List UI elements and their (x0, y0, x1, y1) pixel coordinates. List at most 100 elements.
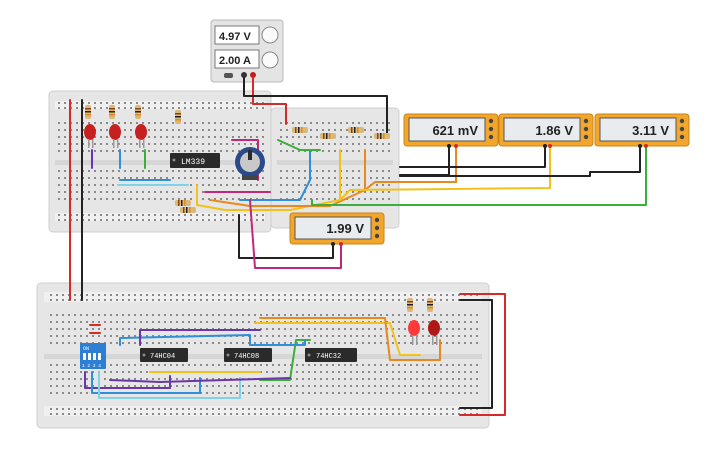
breadboard-hole[interactable] (106, 214, 108, 216)
breadboard-hole[interactable] (310, 122, 312, 124)
breadboard-hole[interactable] (296, 371, 298, 373)
breadboard-hole[interactable] (380, 392, 382, 394)
breadboard-hole[interactable] (190, 129, 192, 131)
resistor-icon[interactable] (348, 127, 364, 133)
breadboard-hole[interactable] (244, 143, 246, 145)
breadboard-hole[interactable] (398, 314, 400, 316)
breadboard-hole[interactable] (128, 314, 130, 316)
breadboard-hole[interactable] (254, 385, 256, 387)
breadboard-hole[interactable] (292, 136, 294, 138)
breadboard-hole[interactable] (188, 294, 190, 296)
breadboard-hole[interactable] (158, 299, 160, 301)
breadboard-hole[interactable] (344, 371, 346, 373)
breadboard-hole[interactable] (122, 299, 124, 301)
breadboard-hole[interactable] (362, 385, 364, 387)
breadboard-hole[interactable] (356, 392, 358, 394)
led-icon[interactable] (428, 320, 440, 345)
breadboard-hole[interactable] (280, 122, 282, 124)
led-icon[interactable] (84, 124, 96, 148)
breadboard-hole[interactable] (440, 371, 442, 373)
breadboard-hole[interactable] (338, 413, 340, 415)
breadboard-hole[interactable] (64, 184, 66, 186)
breadboard-hole[interactable] (116, 294, 118, 296)
breadboard-hole[interactable] (272, 413, 274, 415)
breadboard-hole[interactable] (128, 413, 130, 415)
breadboard-hole[interactable] (382, 150, 384, 152)
breadboard-hole[interactable] (110, 385, 112, 387)
breadboard-hole[interactable] (50, 328, 52, 330)
breadboard-hole[interactable] (92, 314, 94, 316)
breadboard-hole[interactable] (206, 378, 208, 380)
breadboard-hole[interactable] (416, 299, 418, 301)
breadboard-hole[interactable] (380, 335, 382, 337)
breadboard-hole[interactable] (392, 392, 394, 394)
breadboard-hole[interactable] (172, 198, 174, 200)
breadboard-hole[interactable] (344, 335, 346, 337)
breadboard-hole[interactable] (386, 364, 388, 366)
breadboard-hole[interactable] (386, 299, 388, 301)
breadboard-hole[interactable] (364, 122, 366, 124)
breadboard-hole[interactable] (112, 214, 114, 216)
breadboard-hole[interactable] (224, 364, 226, 366)
breadboard-hole[interactable] (122, 413, 124, 415)
breadboard-hole[interactable] (326, 335, 328, 337)
breadboard-hole[interactable] (196, 129, 198, 131)
breadboard-hole[interactable] (434, 408, 436, 410)
breadboard-hole[interactable] (256, 107, 258, 109)
breadboard-hole[interactable] (202, 107, 204, 109)
breadboard-hole[interactable] (218, 321, 220, 323)
breadboard-hole[interactable] (136, 191, 138, 193)
breadboard-hole[interactable] (56, 413, 58, 415)
breadboard-hole[interactable] (290, 408, 292, 410)
breadboard-hole[interactable] (188, 314, 190, 316)
breadboard-hole[interactable] (242, 392, 244, 394)
breadboard-hole[interactable] (290, 385, 292, 387)
breadboard-hole[interactable] (80, 321, 82, 323)
led-icon[interactable] (408, 320, 420, 345)
breadboard-hole[interactable] (76, 143, 78, 145)
breadboard-hole[interactable] (364, 198, 366, 200)
breadboard-hole[interactable] (316, 143, 318, 145)
breadboard-hole[interactable] (272, 385, 274, 387)
breadboard-hole[interactable] (208, 122, 210, 124)
breadboard-hole[interactable] (404, 328, 406, 330)
breadboard-hole[interactable] (304, 122, 306, 124)
breadboard-hole[interactable] (124, 150, 126, 152)
breadboard-hole[interactable] (232, 143, 234, 145)
breadboard-hole[interactable] (106, 184, 108, 186)
breadboard-hole[interactable] (94, 150, 96, 152)
breadboard-hole[interactable] (470, 342, 472, 344)
breadboard-hole[interactable] (56, 321, 58, 323)
breadboard-hole[interactable] (332, 392, 334, 394)
breadboard-hole[interactable] (136, 143, 138, 145)
led-icon[interactable] (135, 124, 147, 148)
breadboard-hole[interactable] (76, 102, 78, 104)
breadboard-hole[interactable] (98, 335, 100, 337)
probe-terminal-icon[interactable] (548, 144, 552, 148)
breadboard-hole[interactable] (86, 328, 88, 330)
probe-terminal-icon[interactable] (447, 144, 451, 148)
breadboard-hole[interactable] (262, 143, 264, 145)
breadboard-hole[interactable] (362, 413, 364, 415)
breadboard-hole[interactable] (190, 170, 192, 172)
breadboard-hole[interactable] (232, 102, 234, 104)
breadboard-hole[interactable] (416, 392, 418, 394)
breadboard-hole[interactable] (106, 170, 108, 172)
breadboard-hole[interactable] (202, 170, 204, 172)
breadboard-hole[interactable] (326, 294, 328, 296)
breadboard-hole[interactable] (182, 342, 184, 344)
breadboard-hole[interactable] (98, 299, 100, 301)
breadboard-hole[interactable] (242, 408, 244, 410)
breadboard-hole[interactable] (314, 413, 316, 415)
breadboard-hole[interactable] (464, 371, 466, 373)
breadboard-hole[interactable] (392, 314, 394, 316)
breadboard-hole[interactable] (428, 385, 430, 387)
breadboard-hole[interactable] (190, 219, 192, 221)
breadboard-hole[interactable] (374, 413, 376, 415)
breadboard-hole[interactable] (304, 136, 306, 138)
breadboard-hole[interactable] (218, 385, 220, 387)
breadboard-hole[interactable] (376, 150, 378, 152)
breadboard-hole[interactable] (116, 408, 118, 410)
breadboard-hole[interactable] (278, 342, 280, 344)
breadboard-hole[interactable] (226, 219, 228, 221)
